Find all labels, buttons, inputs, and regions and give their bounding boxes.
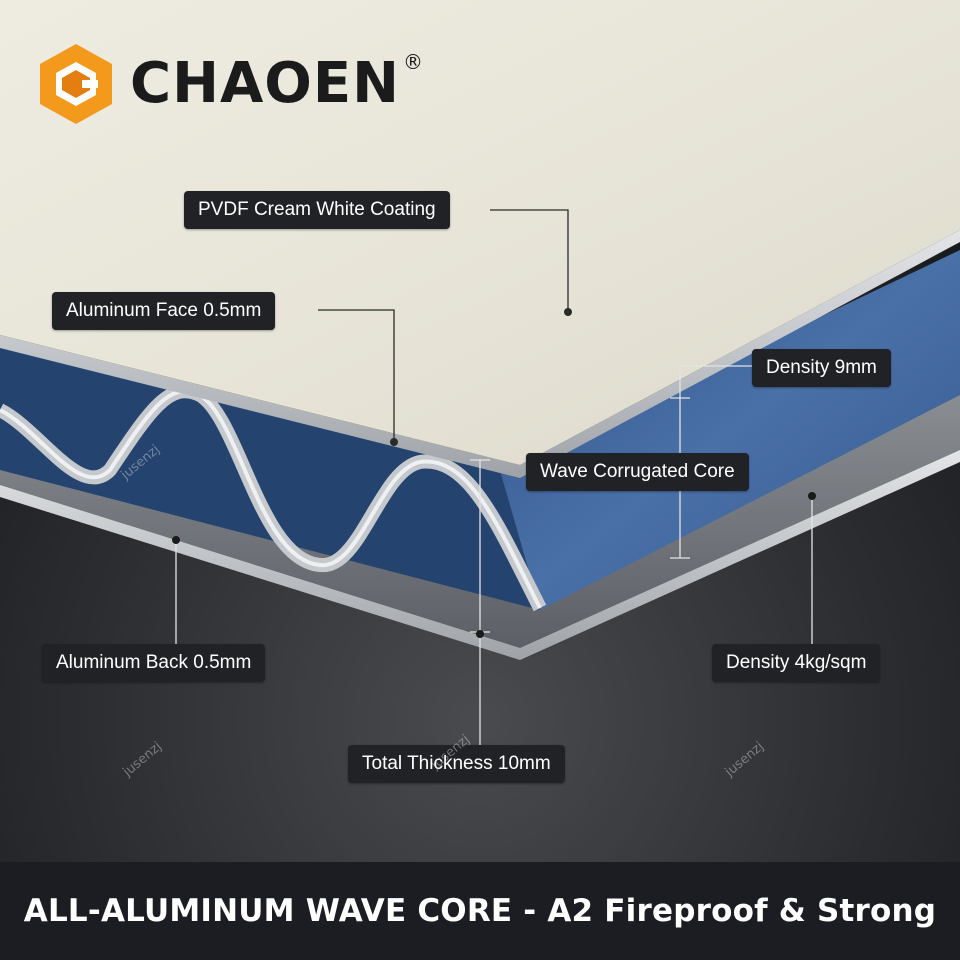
leader-dots (172, 308, 816, 638)
callout-density-thickness: Density 9mm (752, 349, 891, 387)
core-side-face (500, 250, 960, 610)
bottom-banner: ALL-ALUMINUM WAVE CORE - A2 Fireproof & … (0, 862, 960, 960)
hexagon-logo-icon (40, 44, 112, 124)
callout-aluminum-back: Aluminum Back 0.5mm (42, 644, 266, 682)
coating-leader (490, 209, 569, 312)
registered-mark: ® (403, 50, 424, 74)
banner-title: ALL-ALUMINUM WAVE CORE - A2 Fireproof & … (23, 893, 937, 929)
brand-name: CHAOEN (130, 51, 401, 116)
density-thickness-leader (679, 365, 752, 558)
callout-coating: PVDF Cream White Coating (184, 191, 450, 229)
brand-logo: CHAOEN ® (38, 42, 423, 126)
coating-surface (0, 0, 960, 465)
callout-wave-core: Wave Corrugated Core (526, 453, 749, 491)
face-leader (318, 309, 395, 442)
wave-core-highlight (0, 389, 542, 609)
aluminum-back-edge (0, 450, 960, 660)
core-front-face (0, 345, 540, 610)
callout-aluminum-face: Aluminum Face 0.5mm (52, 292, 276, 330)
leader-lines (318, 209, 569, 442)
callout-total-thickness: Total Thickness 10mm (348, 745, 565, 783)
callout-density-weight: Density 4kg/sqm (712, 644, 881, 682)
